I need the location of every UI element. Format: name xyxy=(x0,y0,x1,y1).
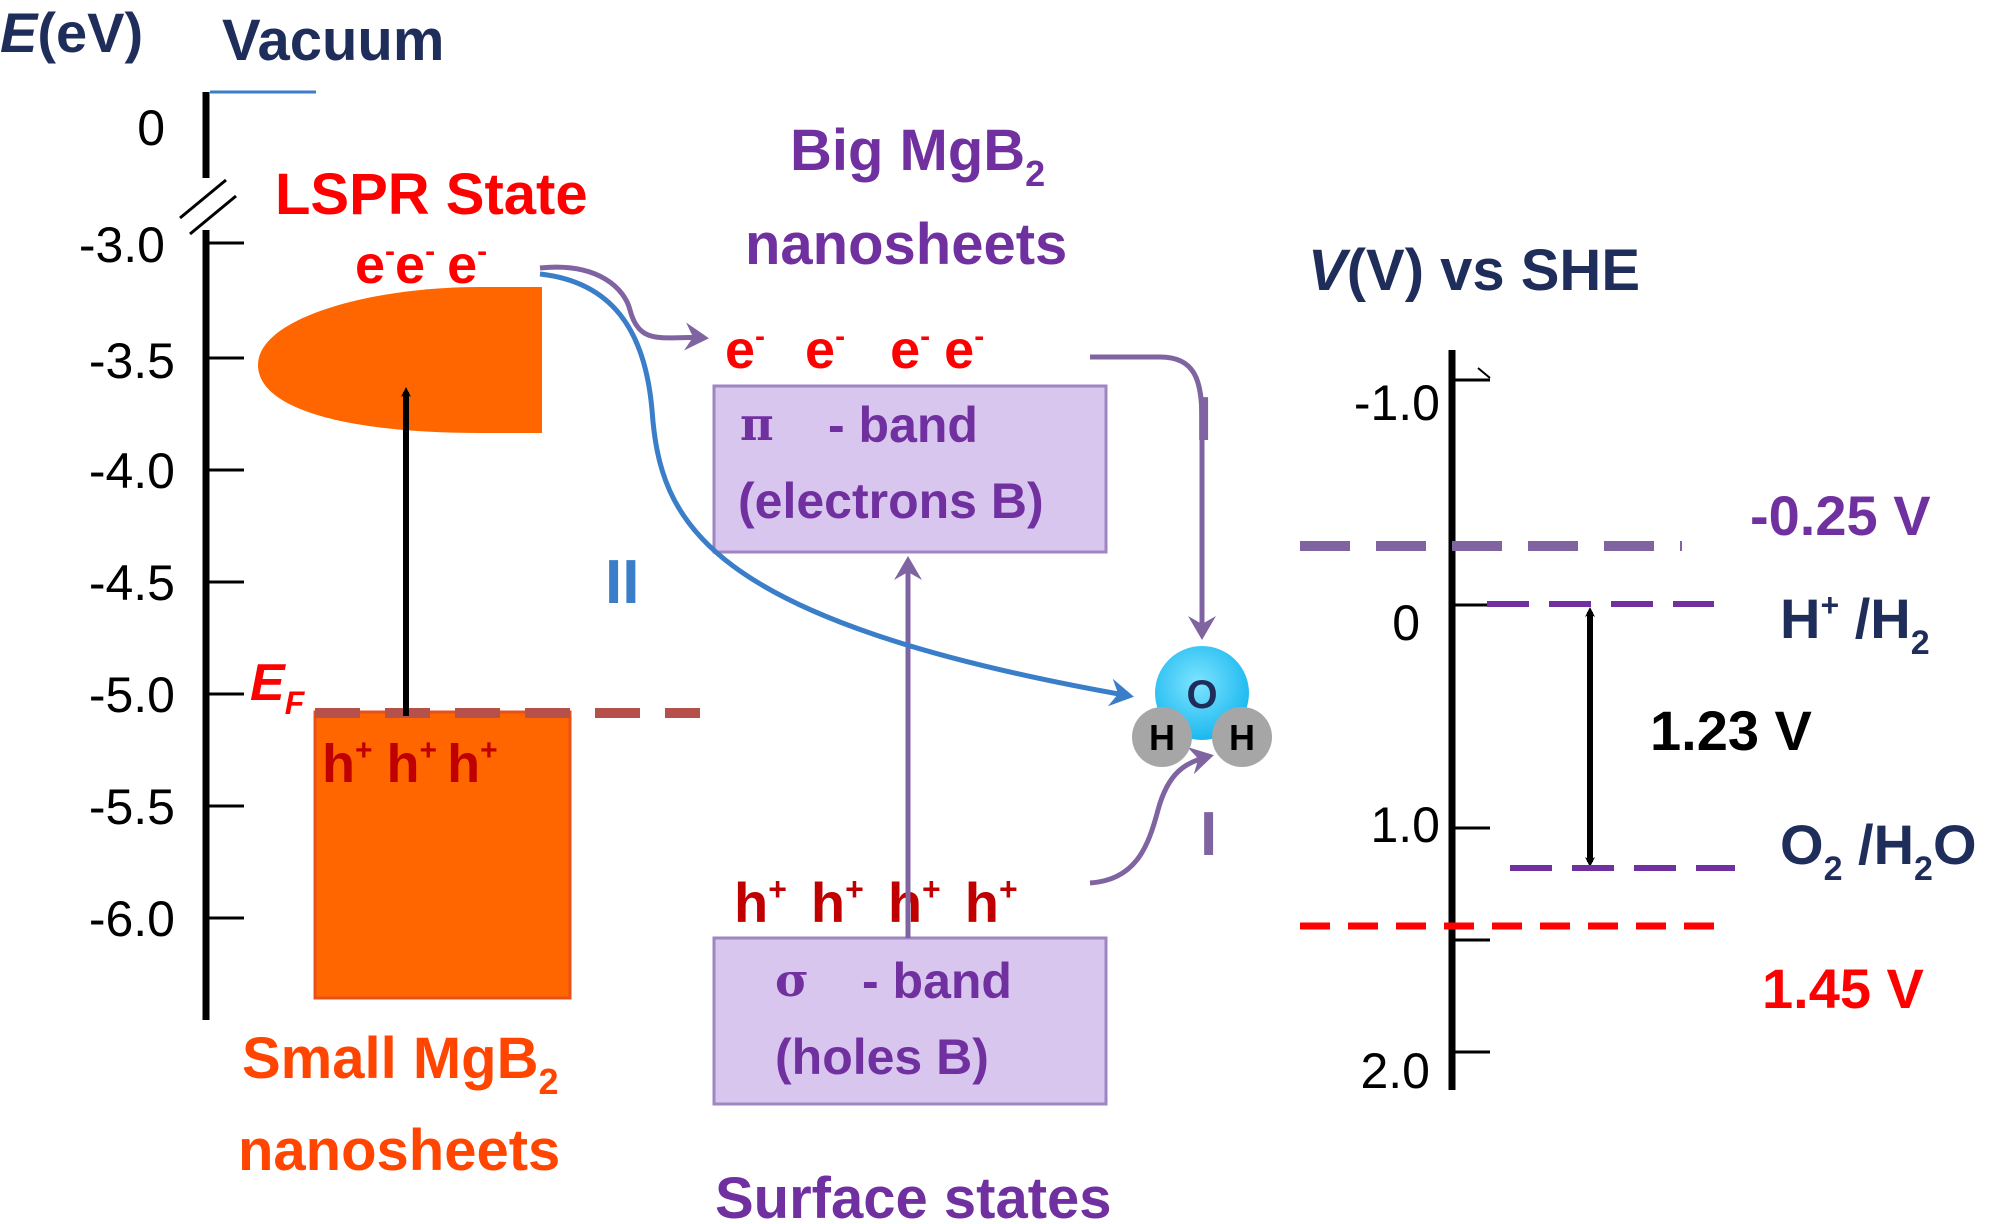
hydrogen-atom-label: H xyxy=(1229,717,1255,758)
left-tick-label: -5.0 xyxy=(89,667,175,723)
left-tick-label: -3.0 xyxy=(79,217,165,273)
pi-band-symbol: π xyxy=(740,397,774,451)
surface-states-label: Surface states xyxy=(715,1166,1112,1224)
small-sheet-title-line2: nanosheets xyxy=(238,1118,560,1183)
h-reduction-label: H+ /H2 xyxy=(1780,587,1930,662)
band-gap-value: 1.23 V xyxy=(1650,699,1812,762)
axis-break-mark xyxy=(179,178,227,220)
pathway-i-reduction xyxy=(1090,354,1216,640)
lspr-state-label: LSPR State xyxy=(275,162,588,227)
pi-band-sublabel: (electrons B) xyxy=(738,473,1044,529)
fermi-level-label: EF xyxy=(250,654,306,721)
hydrogen-atom-left xyxy=(1132,707,1192,767)
left-tick-label: -4.0 xyxy=(89,443,175,499)
lspr-to-pi-transfer xyxy=(539,264,709,351)
valence-band-value: 1.45 V xyxy=(1762,957,1924,1020)
right-potential-axis xyxy=(1448,350,1491,1090)
pi-band-electrons: e-e-e-e- xyxy=(725,320,984,380)
vacuum-label: Vacuum xyxy=(222,8,444,73)
sigma-band-symbol: σ xyxy=(775,953,809,1007)
hydrogen-atom-label: H xyxy=(1149,717,1175,758)
right-axis-title: V(V) vs SHE xyxy=(1308,238,1640,303)
lspr-electrons: e-e-e- xyxy=(355,235,487,295)
small-sheet-title: Small MgB2 xyxy=(242,1026,559,1102)
big-sheet-title: Big MgB2 xyxy=(790,118,1045,194)
left-tick-label: -4.5 xyxy=(89,555,175,611)
big-sheet-title-line2: nanosheets xyxy=(745,212,1067,277)
right-tick-label: 1.0 xyxy=(1370,797,1440,853)
pathway-label-i-top: I xyxy=(1195,385,1212,454)
water-molecule: O H H xyxy=(1132,646,1272,767)
pathway-ii-transfer xyxy=(539,271,1134,707)
sigma-band-sublabel: (holes B) xyxy=(775,1029,989,1085)
sigma-band-box xyxy=(712,936,1108,1106)
right-tick-label: -1.0 xyxy=(1354,375,1440,431)
axis-break-mark xyxy=(189,194,237,236)
hydrogen-atom-right xyxy=(1212,707,1272,767)
pathway-label-ii: II xyxy=(605,548,639,617)
small-sheet-holes: h+h+h+ xyxy=(322,734,498,794)
left-tick-label: -6.0 xyxy=(89,891,175,947)
right-tick-label: 2.0 xyxy=(1360,1043,1430,1099)
pathway-label-i-bottom: I xyxy=(1200,800,1217,869)
left-tick-label: -3.5 xyxy=(89,333,175,389)
sigma-band-label: - band xyxy=(862,953,1012,1009)
conduction-band-value: -0.25 V xyxy=(1750,484,1931,547)
pathway-i-oxidation xyxy=(1089,747,1214,886)
right-tick-label: 0 xyxy=(1392,595,1420,651)
o2-oxidation-label: O2 /H2O xyxy=(1780,813,1977,888)
left-tick-label: 0 xyxy=(137,100,165,156)
left-tick-label: -5.5 xyxy=(89,779,175,835)
sigma-band-holes: h+h+h+h+ xyxy=(734,871,1018,934)
left-energy-axis xyxy=(179,90,316,1020)
oxygen-atom-label: O xyxy=(1186,673,1217,717)
left-axis-title: E(eV) xyxy=(0,1,143,64)
lspr-state-shape xyxy=(258,287,542,433)
small-sheet-valence-block xyxy=(313,710,572,1000)
pi-band-box xyxy=(712,384,1108,554)
pi-band-label: - band xyxy=(828,397,978,453)
